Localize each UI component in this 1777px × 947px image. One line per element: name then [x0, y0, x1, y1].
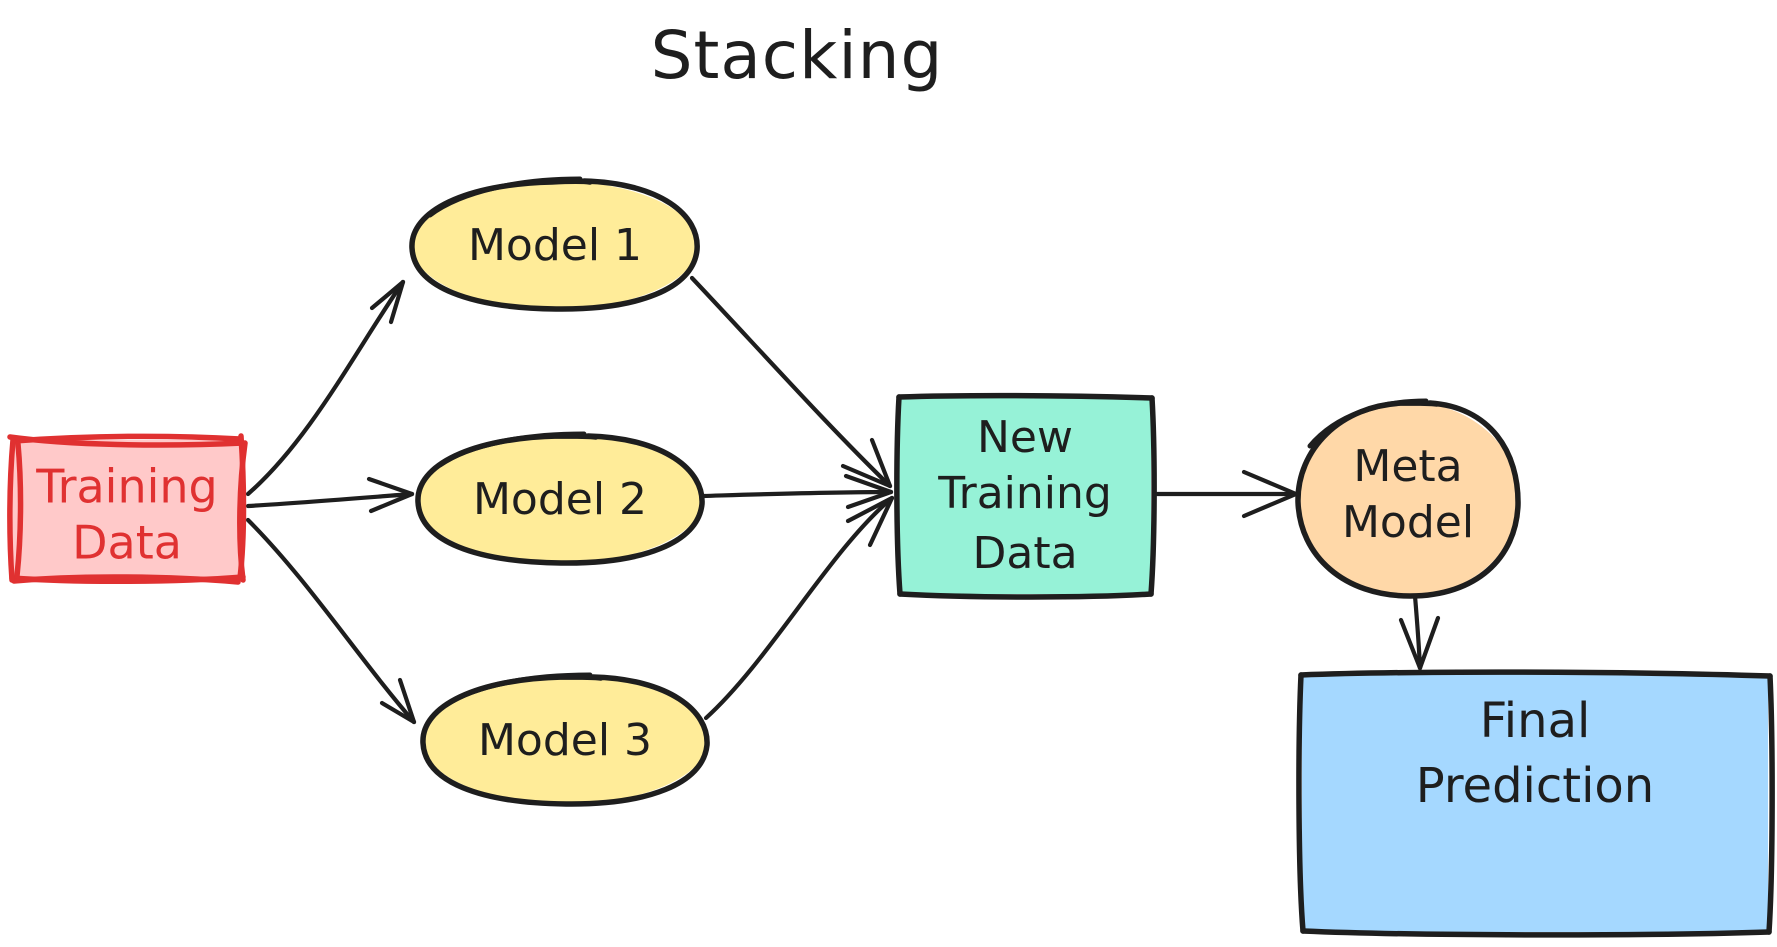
- training-data-border-bottom2: [11, 574, 241, 585]
- model1-label: Model 1: [468, 220, 642, 271]
- edge-training-to-model3: [245, 517, 417, 725]
- node-final-prediction[interactable]: Final Prediction: [1296, 669, 1775, 938]
- new-training-data-label-line3: Data: [972, 528, 1077, 579]
- diagram-title: Stacking: [651, 17, 944, 94]
- model1-border2: [427, 176, 583, 218]
- model2-border2: [437, 431, 587, 468]
- new-training-data-border-bottom: [897, 591, 1154, 600]
- new-training-data-border-top: [896, 392, 1155, 401]
- node-model2[interactable]: Model 2: [415, 431, 705, 566]
- meta-model-border2: [1307, 398, 1429, 449]
- final-prediction-border-top: [1298, 669, 1773, 679]
- new-training-data-label-line1: New: [977, 412, 1073, 463]
- node-meta-model[interactable]: Meta Model: [1295, 398, 1521, 599]
- edge-layer: [245, 275, 1441, 725]
- edge-new-training-data-to-meta-model: [1153, 469, 1299, 519]
- edge-model3-to-new-training-data: [703, 495, 895, 721]
- meta-model-fill: [1297, 402, 1519, 596]
- model3-border2: [443, 672, 593, 708]
- final-prediction-label-line1: Final: [1480, 693, 1591, 749]
- new-training-data-border-left: [894, 394, 903, 597]
- edge-training-to-model1: [245, 279, 406, 497]
- node-new-training-data[interactable]: New Training Data: [894, 392, 1157, 600]
- model2-fill: [417, 435, 703, 563]
- training-data-fill: [12, 440, 242, 580]
- model2-label: Model 2: [473, 474, 647, 525]
- model3-label: Model 3: [478, 715, 652, 766]
- new-training-data-label-line2: Training: [937, 468, 1112, 519]
- training-data-border-left: [7, 437, 16, 583]
- edge-training-to-model2: [245, 476, 415, 514]
- edge-model2-to-new-training-data: [700, 473, 894, 510]
- training-data-border-left2: [14, 441, 24, 579]
- training-data-label-line2: Data: [72, 516, 182, 570]
- edge-model1-to-new-training-data: [689, 275, 893, 489]
- final-prediction-fill: [1302, 674, 1768, 932]
- meta-model-label-line2: Model: [1342, 497, 1474, 548]
- final-prediction-border-left: [1296, 672, 1306, 934]
- new-training-data-fill: [899, 398, 1151, 594]
- training-data-label-line1: Training: [35, 460, 218, 514]
- node-training-data[interactable]: Training Data: [7, 433, 248, 585]
- meta-model-label-line1: Meta: [1353, 441, 1462, 492]
- model3-fill: [422, 676, 708, 804]
- training-data-border-top2: [7, 434, 246, 448]
- final-prediction-border-right: [1766, 673, 1775, 935]
- final-prediction-label-line2: Prediction: [1416, 758, 1654, 814]
- model1-fill: [412, 181, 698, 309]
- edge-meta-model-to-final-prediction: [1398, 593, 1441, 671]
- new-training-data-border-right: [1148, 395, 1157, 597]
- final-prediction-border-bottom: [1300, 928, 1772, 938]
- node-model3[interactable]: Model 3: [420, 672, 710, 807]
- node-model1[interactable]: Model 1: [409, 176, 700, 312]
- training-data-border-right2: [237, 440, 248, 583]
